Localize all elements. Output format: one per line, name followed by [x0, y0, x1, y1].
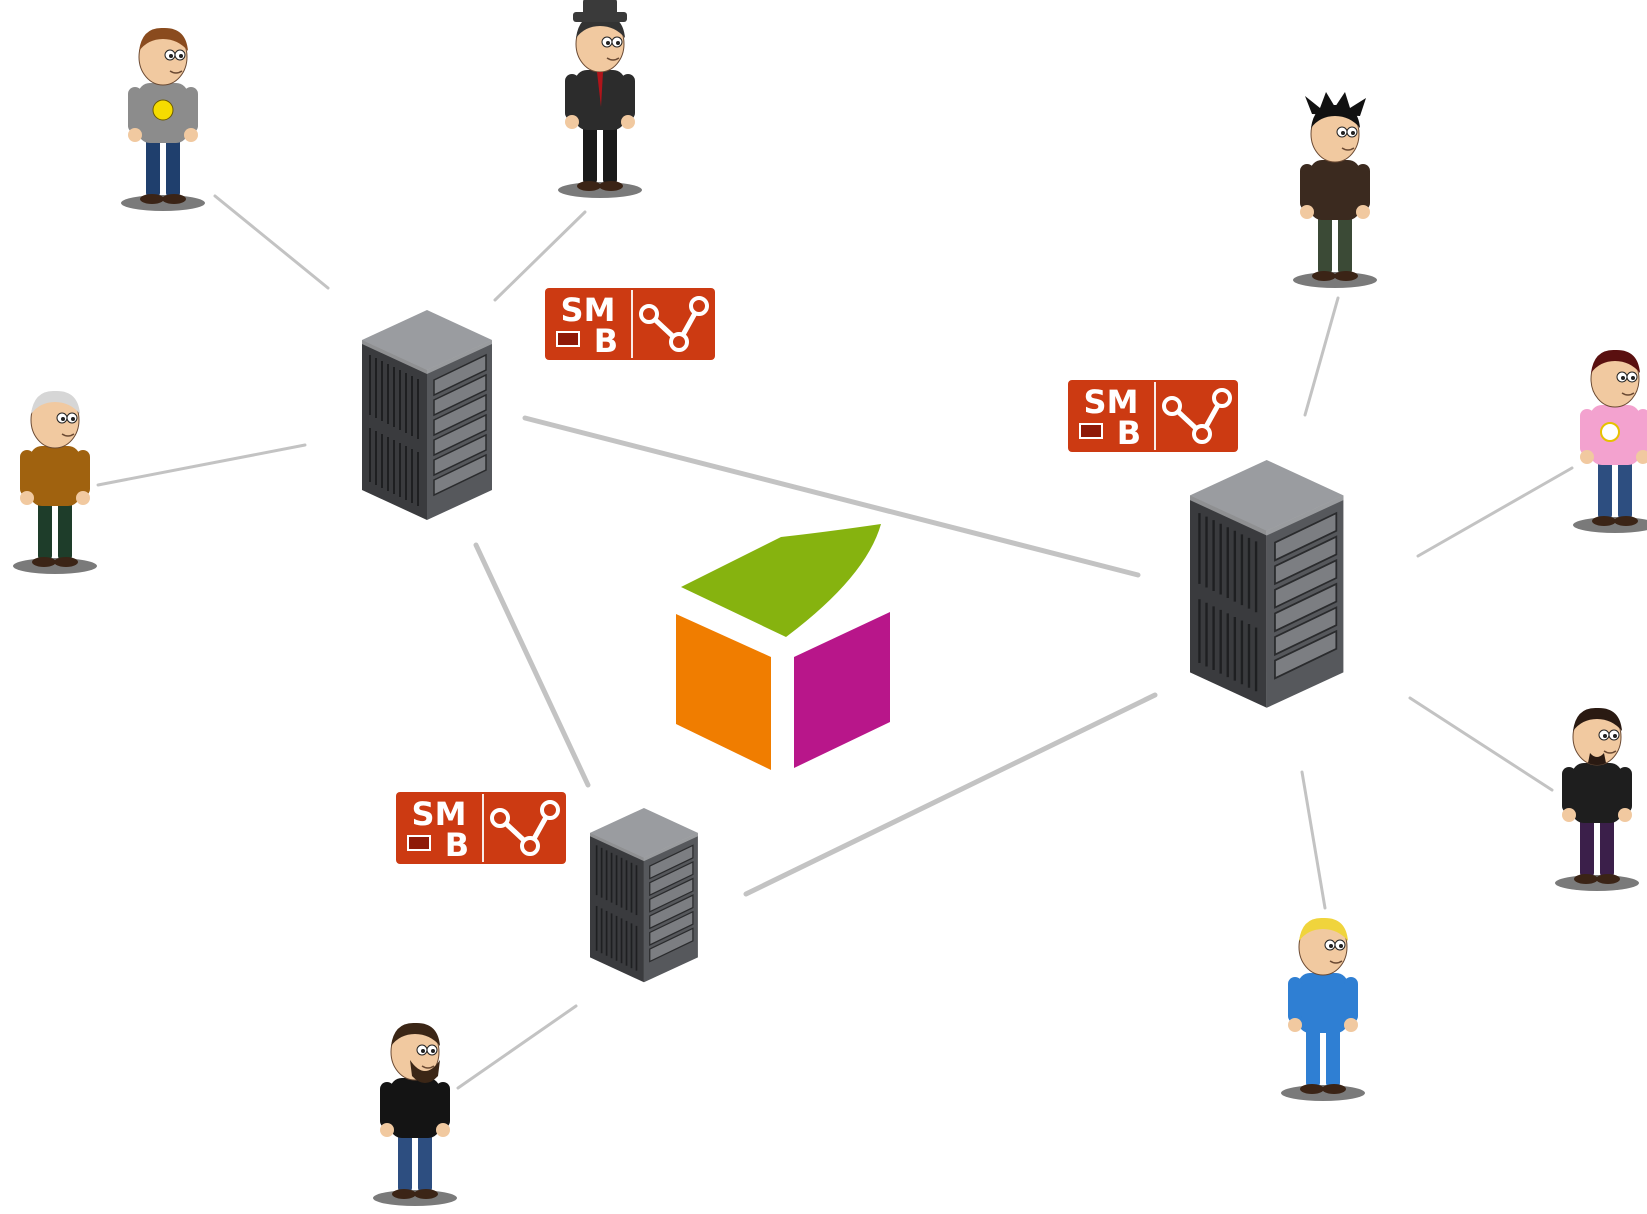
person-icon — [1554, 707, 1640, 892]
cube-top-face — [681, 524, 881, 637]
cube-right-face — [794, 612, 890, 768]
connection-lines — [96, 194, 1574, 1090]
person-icon — [120, 27, 206, 212]
link-server1-server3 — [473, 542, 591, 788]
smob-logo-line1: SM — [1084, 383, 1139, 421]
person-icon — [1280, 917, 1366, 1102]
link-server3-server2 — [743, 692, 1158, 897]
link-user4-server2 — [1303, 296, 1340, 417]
svg-text:B: B — [1117, 414, 1141, 452]
link-user8-server3 — [456, 1004, 578, 1090]
svg-text:B: B — [594, 322, 618, 360]
smob-logo-icon: SM OB B — [396, 792, 566, 864]
link-user6-server2 — [1408, 696, 1554, 792]
link-user1-server1 — [213, 194, 330, 290]
person-icon — [12, 390, 98, 575]
server-rack-icon — [589, 807, 699, 984]
link-user5-server2 — [1416, 466, 1574, 558]
link-user3-server1 — [96, 443, 307, 487]
person-icon — [372, 1022, 458, 1207]
smob-logo-line1: SM — [412, 795, 467, 833]
server-rack-icon — [1188, 458, 1345, 709]
smob-logo-icon: SM OB B — [1068, 380, 1238, 452]
link-user2-server1 — [493, 210, 587, 302]
cube-logo-icon — [676, 524, 890, 770]
svg-text:B: B — [445, 826, 469, 864]
smob-logo-icon: SM OB B — [545, 288, 715, 360]
person-icon — [557, 0, 643, 199]
smob-logo-line1: SM — [561, 291, 616, 329]
link-server1-server2 — [522, 415, 1141, 578]
link-user7-server2 — [1300, 770, 1327, 910]
person-icon — [1572, 349, 1647, 534]
person-icon — [1292, 92, 1378, 289]
cube-left-face — [676, 614, 771, 770]
server-rack-icon — [361, 309, 493, 521]
